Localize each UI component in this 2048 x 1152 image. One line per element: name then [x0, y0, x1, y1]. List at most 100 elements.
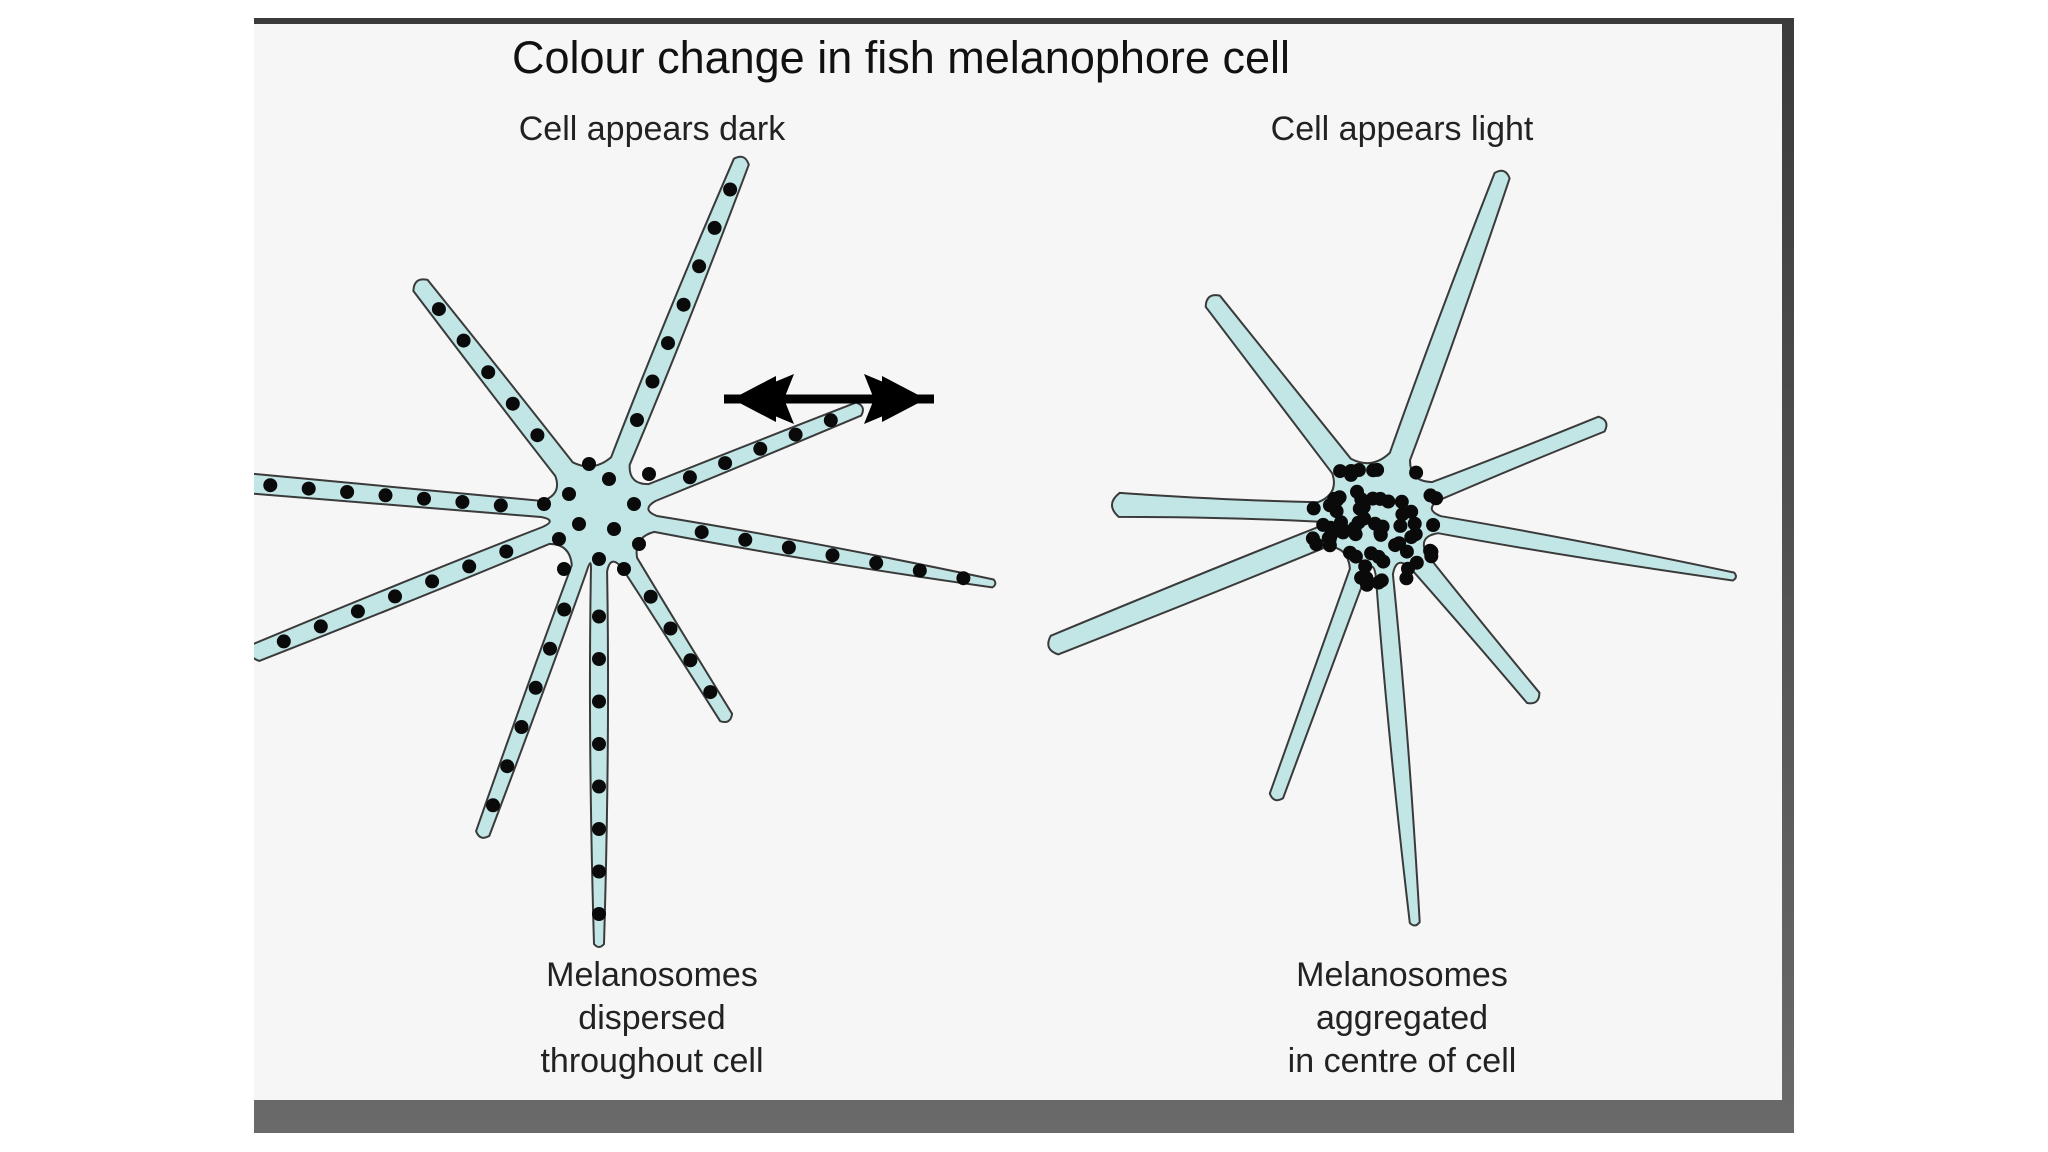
- melanosome-dot: [592, 737, 606, 751]
- melanosome-dot: [592, 609, 606, 624]
- melanosome-dot: [455, 495, 470, 509]
- melanosome-dot: [1393, 518, 1408, 533]
- melanosome-dot: [1351, 463, 1366, 477]
- melanosome-dot: [557, 562, 571, 576]
- melanosome-dot: [462, 559, 477, 574]
- right-caption-line-1: Melanosomes: [1296, 956, 1508, 994]
- melanosome-dot: [530, 428, 545, 443]
- melanosome-dot: [723, 182, 738, 197]
- melanophore-diagram: [254, 155, 1737, 948]
- melanosome-dot: [592, 907, 606, 921]
- melanosome-dot: [1399, 544, 1414, 559]
- melanosome-dot: [1373, 491, 1388, 506]
- melanosome-dot: [643, 589, 658, 604]
- melanosome-dot: [425, 574, 440, 589]
- melanosome-dot: [572, 517, 586, 531]
- melanosome-dot: [276, 634, 291, 649]
- melanosome-dot: [486, 798, 500, 813]
- melanosome-dot: [912, 563, 927, 578]
- melanosome-dot: [514, 720, 529, 734]
- melanosome-dot: [592, 694, 606, 709]
- melanosome-dot: [1352, 501, 1367, 516]
- left-caption-line-2: dispersed: [578, 999, 726, 1037]
- melanosome-dot: [592, 864, 606, 879]
- melanosome-dot: [825, 548, 840, 563]
- melanosome-dot: [781, 540, 796, 555]
- melanosome-dot: [1348, 527, 1363, 542]
- melanosome-dot: [753, 441, 768, 456]
- slide: Colour change in fish melanophore cell C…: [254, 24, 1782, 1100]
- melanosome-dot: [1323, 520, 1338, 535]
- melanosome-dot: [592, 652, 606, 666]
- melanosome-dot: [537, 497, 551, 511]
- melanosome-dot: [1358, 559, 1373, 574]
- arrow-head-left-tip: [734, 374, 794, 424]
- melanosome-dot: [1333, 464, 1348, 479]
- melanosome-dot: [1368, 516, 1382, 531]
- melanosome-dot: [1404, 504, 1419, 519]
- melanosome-dot: [499, 544, 514, 559]
- melanosome-dot: [378, 488, 393, 503]
- melanosome-dot: [718, 456, 733, 471]
- melanosome-dot: [645, 374, 660, 389]
- melanosome-dot: [350, 604, 365, 619]
- melanosome-dot: [1409, 465, 1424, 480]
- melanosome-dot: [1407, 516, 1422, 531]
- melanosome-dot: [1423, 488, 1438, 503]
- melanosome-dot: [592, 822, 606, 836]
- melanosome-dot: [528, 680, 543, 695]
- melanosome-dot: [481, 365, 496, 380]
- melanosome-dot: [592, 552, 606, 566]
- melanosome-dot: [1371, 549, 1386, 564]
- melanosome-dot: [956, 571, 971, 586]
- melanosome-dot: [263, 478, 278, 493]
- melanosome-dot: [661, 336, 675, 351]
- melanosome-dot: [301, 481, 316, 496]
- double-headed-arrow: [724, 374, 934, 424]
- melanosome-dot: [694, 525, 709, 540]
- melanosome-dot: [663, 621, 678, 636]
- melanosome-dot: [1306, 501, 1321, 516]
- melanosome-dot: [500, 759, 515, 774]
- light-melanophore-cell: [1047, 169, 1737, 927]
- melanosome-dot: [627, 497, 641, 511]
- melanosome-dot: [1409, 555, 1424, 570]
- dark-cell-body: [254, 155, 997, 948]
- melanosome-dot: [557, 602, 572, 617]
- left-caption-line-3: throughout cell: [540, 1042, 764, 1080]
- right-cell-state-label: Cell appears light: [1270, 110, 1534, 148]
- melanosome-dot: [1394, 494, 1409, 509]
- diagram-title: Colour change in fish melanophore cell: [512, 32, 1290, 83]
- melanosome-dot: [630, 413, 644, 427]
- melanosome-dot: [1360, 577, 1374, 592]
- melanosome-dot: [602, 472, 616, 486]
- melanosome-dot: [1305, 531, 1320, 546]
- right-caption-line-3: in centre of cell: [1287, 1042, 1517, 1080]
- melanosome-dot: [1388, 538, 1403, 553]
- melanosome-dot: [703, 685, 718, 700]
- melanosome-dot: [417, 491, 431, 506]
- melanosome-dot: [823, 413, 838, 428]
- melanosome-dot: [1426, 518, 1441, 532]
- melanosome-dot: [493, 498, 508, 513]
- melanosome-dot: [1424, 549, 1439, 564]
- left-cell-caption: Melanosomes dispersed throughout cell: [442, 954, 862, 1083]
- melanosome-dot: [1327, 491, 1342, 506]
- melanosome-dot: [692, 259, 707, 274]
- melanosome-dot: [1374, 573, 1389, 588]
- melanosome-dot: [788, 427, 803, 442]
- melanosome-dot: [1404, 530, 1419, 545]
- melanosome-dot: [738, 532, 753, 547]
- melanosome-dot: [1348, 549, 1363, 564]
- melanosome-dot: [632, 537, 646, 551]
- melanosome-dot: [1351, 515, 1366, 530]
- melanosome-dot: [607, 522, 621, 536]
- melanosome-dot: [1334, 520, 1349, 535]
- melanosome-dot: [1350, 484, 1364, 499]
- melanosome-dot: [676, 297, 691, 312]
- right-caption-line-2: aggregated: [1315, 999, 1489, 1037]
- melanosome-dot: [1366, 463, 1381, 478]
- arrow-head-right-tip: [864, 374, 924, 424]
- melanosome-dot: [682, 470, 697, 485]
- melanosome-dot: [562, 487, 576, 501]
